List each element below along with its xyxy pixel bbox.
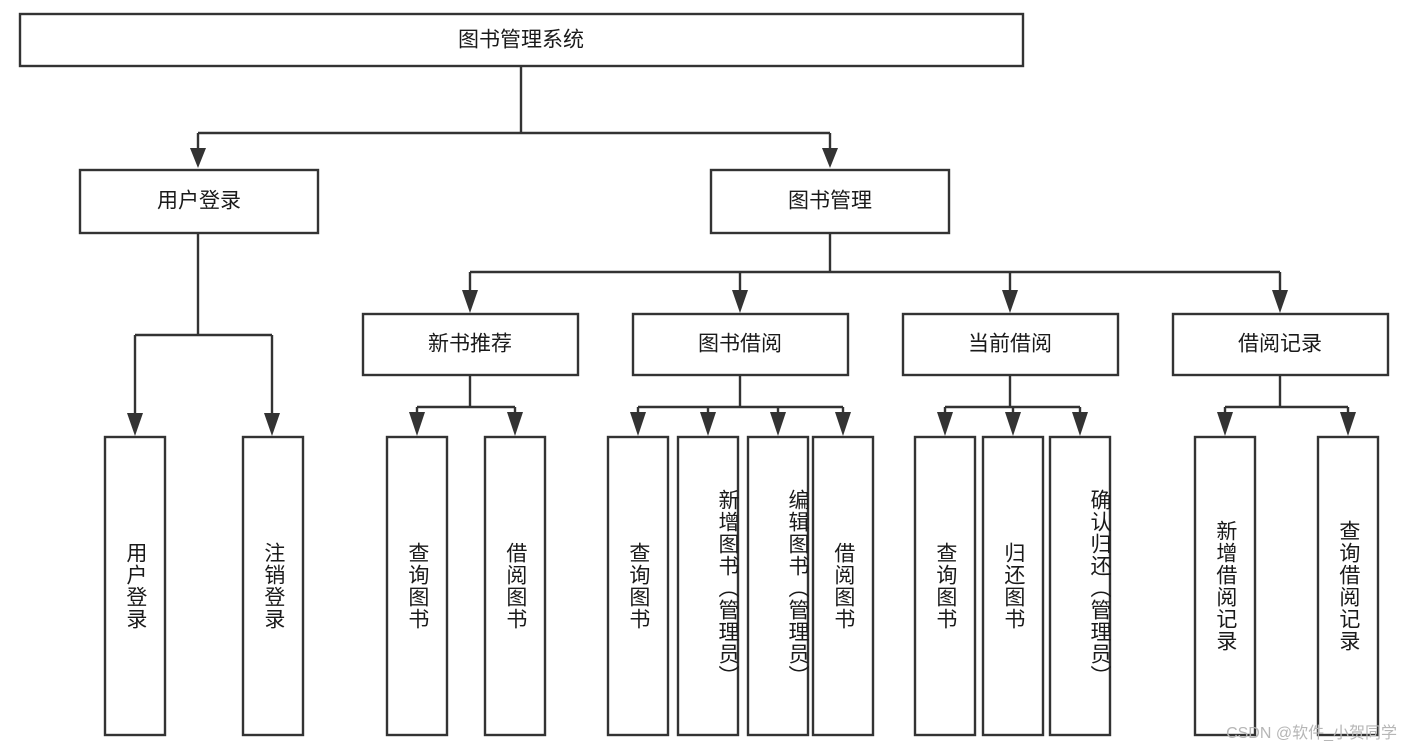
arrowhead-leaf-query-book-2 <box>630 412 646 436</box>
leaf-boxes-group <box>103 435 1380 737</box>
node-root-box[interactable] <box>18 12 1025 68</box>
node-root[interactable]: 图书管理系统 <box>18 12 1025 68</box>
leaf-box-edit-book[interactable] <box>746 435 810 737</box>
node-new-book-rec-label: 新书推荐 <box>428 333 512 356</box>
node-book-borrow-box[interactable] <box>631 312 850 377</box>
node-current-borrow-label: 当前借阅 <box>968 333 1052 356</box>
arrowhead-leaf-add-record <box>1217 412 1233 436</box>
node-new-book-rec-box[interactable] <box>361 312 580 377</box>
arrowhead-leaf-return-book <box>1005 412 1021 436</box>
node-user-login-label: 用户登录 <box>157 190 241 213</box>
arrowhead-leaf-borrow-book-1 <box>507 412 523 436</box>
arrowhead-leaf-query-book-3 <box>937 412 953 436</box>
leaf-box-add-book[interactable] <box>676 435 740 737</box>
leaf-box-borrow-book-2[interactable] <box>811 435 875 737</box>
arrowhead-leaf-query-book-1 <box>409 412 425 436</box>
arrowhead-leaf-edit-book <box>770 412 786 436</box>
arrowhead-leaf-query-record <box>1340 412 1356 436</box>
leaf-box-borrow-book-1[interactable] <box>483 435 547 737</box>
node-book-borrow-label: 图书借阅 <box>698 333 782 356</box>
arrowhead-leaf-add-book <box>700 412 716 436</box>
node-borrow-record-box[interactable] <box>1171 312 1390 377</box>
leaf-box-query-book-3[interactable] <box>913 435 977 737</box>
leaf-box-logout-login[interactable] <box>241 435 305 737</box>
node-book-manage-box[interactable] <box>709 168 951 235</box>
arrowhead-leaf-borrow-book-2 <box>835 412 851 436</box>
node-book-manage-label: 图书管理 <box>788 190 872 213</box>
arrowhead-leaf-logout-login <box>264 413 280 436</box>
csdn-watermark: CSDN @软件_小贺同学 <box>1226 725 1397 742</box>
arrowhead-book-borrow <box>732 290 748 313</box>
arrowhead-borrow-record <box>1272 290 1288 313</box>
arrowhead-leaf-confirm-return <box>1072 412 1088 436</box>
arrowhead-user-login <box>190 148 206 168</box>
node-root-label: 图书管理系统 <box>458 29 584 52</box>
node-new-book-rec[interactable]: 新书推荐 <box>361 312 580 377</box>
arrowhead-leaf-user-login <box>127 413 143 436</box>
node-book-manage[interactable]: 图书管理 <box>709 168 951 235</box>
leaf-box-query-book-2[interactable] <box>606 435 670 737</box>
connector-group <box>127 66 1356 436</box>
node-book-borrow[interactable]: 图书借阅 <box>631 312 850 377</box>
node-current-borrow[interactable]: 当前借阅 <box>901 312 1120 377</box>
leaf-box-return-book[interactable] <box>981 435 1045 737</box>
leaf-box-user-login[interactable] <box>103 435 167 737</box>
node-current-borrow-box[interactable] <box>901 312 1120 377</box>
node-borrow-record[interactable]: 借阅记录 <box>1171 312 1390 377</box>
arrowhead-book-manage <box>822 148 838 168</box>
node-user-login-box[interactable] <box>78 168 320 235</box>
node-borrow-record-label: 借阅记录 <box>1238 333 1322 356</box>
leaf-box-confirm-return[interactable] <box>1048 435 1112 737</box>
leaf-box-query-book-1[interactable] <box>385 435 449 737</box>
arrowhead-new-book-rec <box>462 290 478 313</box>
leaf-box-query-record[interactable] <box>1316 435 1380 737</box>
leaf-box-add-record[interactable] <box>1193 435 1257 737</box>
arrowhead-current-borrow <box>1002 290 1018 313</box>
node-user-login[interactable]: 用户登录 <box>78 168 320 235</box>
